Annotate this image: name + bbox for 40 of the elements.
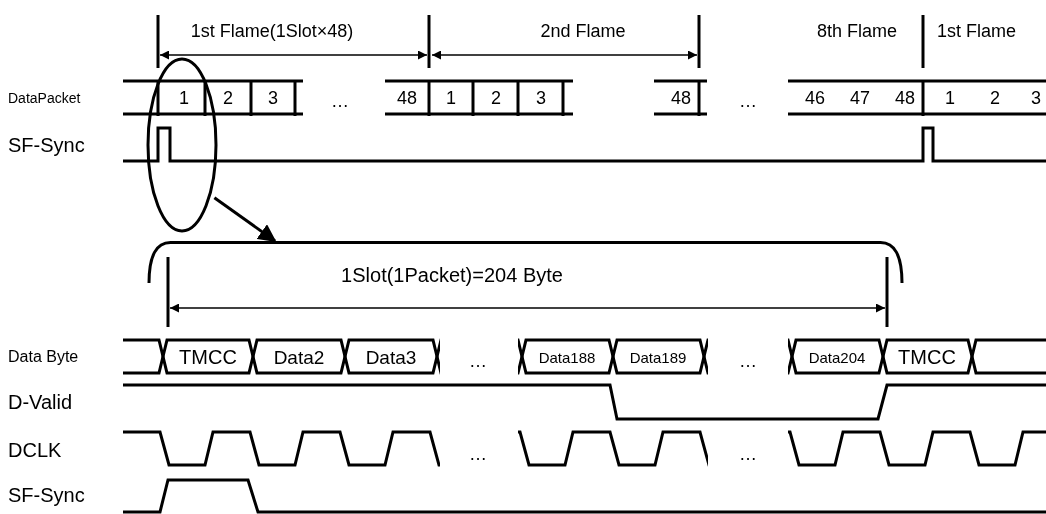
byte-label: Data188 [538, 349, 596, 365]
signal-name: SF-Sync [8, 135, 85, 155]
packet-number: 2 [990, 89, 1000, 107]
packet-number: 48 [397, 89, 417, 107]
byte-label: Data3 [365, 347, 417, 367]
signal-name: SF-Sync [8, 485, 85, 505]
signal-name: Data Byte [8, 349, 79, 365]
ellipsis: … [469, 352, 487, 370]
ellipsis: … [469, 445, 487, 463]
byte-label: TMCC [898, 347, 956, 367]
signal-name: D-Valid [8, 392, 73, 412]
dimension-label: 2nd Flame [540, 22, 626, 40]
dimension-label: 8th Flame [817, 22, 897, 40]
packet-number: 1 [446, 89, 456, 107]
packet-number: 2 [223, 89, 233, 107]
ellipsis: … [739, 92, 757, 110]
byte-label: Data189 [629, 349, 687, 365]
dimension-label: 1st Flame(1Slot×48) [190, 22, 354, 40]
dimension-label: 1Slot(1Packet)=204 Byte [341, 265, 563, 285]
packet-number: 47 [850, 89, 870, 107]
ellipsis: … [739, 445, 757, 463]
packet-number: 46 [805, 89, 825, 107]
packet-number: 48 [671, 89, 691, 107]
packet-number: 2 [491, 89, 501, 107]
packet-number: 3 [268, 89, 278, 107]
signal-name: DataPacket [8, 91, 81, 105]
packet-number: 48 [895, 89, 915, 107]
arrow [213, 196, 277, 243]
byte-label: Data2 [273, 347, 325, 367]
byte-label: TMCC [179, 347, 237, 367]
ellipsis: … [739, 352, 757, 370]
ellipsis: … [331, 92, 349, 110]
signal-name: DCLK [8, 440, 62, 460]
byte-label: Data204 [808, 349, 866, 365]
ellipse-shape [146, 57, 218, 233]
packet-number: 1 [945, 89, 955, 107]
packet-number: 3 [536, 89, 546, 107]
packet-number: 3 [1031, 89, 1041, 107]
packet-number: 1 [179, 89, 189, 107]
dimension-label: 1st Flame [937, 22, 1017, 40]
